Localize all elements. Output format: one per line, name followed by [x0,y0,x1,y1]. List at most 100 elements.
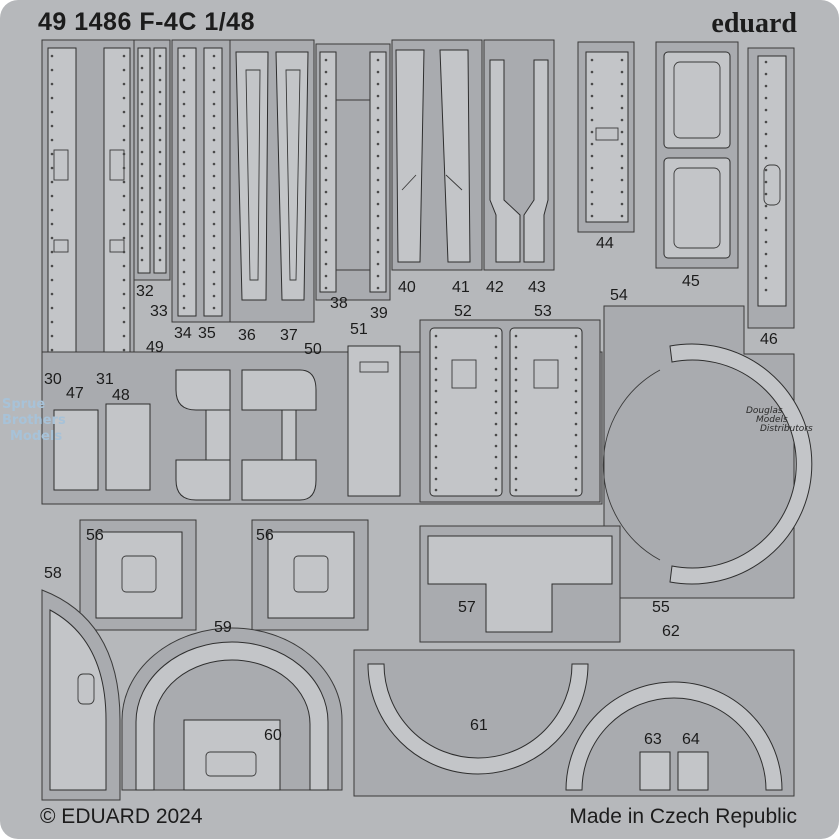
part-49-top [175,369,231,411]
rivet-8 [50,166,54,170]
part-label-34: 34 [174,325,192,342]
rivet-19 [50,320,54,324]
part-label-64: 64 [682,731,700,748]
rivet-267 [574,444,578,448]
rivet-32 [122,194,126,198]
rivet-101 [182,306,186,310]
part-57 [427,535,613,633]
part-64 [677,751,709,791]
rivet-9 [50,180,54,184]
rivet-96 [182,246,186,250]
rivet-166 [590,82,594,86]
rivet-43 [122,348,126,352]
part-43 [523,59,549,263]
rivet-215 [434,367,438,371]
rivet-253 [514,455,518,459]
rivet-137 [324,214,328,218]
rivet-91 [182,186,186,190]
rivet-252 [514,444,518,448]
rivet-153 [376,166,380,170]
rivet-55 [140,186,144,190]
rivet-199 [764,144,768,148]
part-label-47: 47 [66,385,84,402]
part-label-62: 62 [662,623,680,640]
part-label-38: 38 [330,295,348,312]
rivet-36 [122,250,126,254]
rivet-160 [376,250,380,254]
rivet-193 [764,72,768,76]
rivet-227 [494,334,498,338]
rivet-73 [158,186,162,190]
rivet-79 [158,258,162,262]
rivet-2 [50,82,54,86]
rivet-100 [182,294,186,298]
rivet-241 [494,488,498,492]
rivet-90 [182,174,186,178]
rivet-53 [140,162,144,166]
rivet-271 [574,488,578,492]
rivet-154 [376,178,380,182]
rivet-196 [764,108,768,112]
rivet-33 [122,208,126,212]
part-31 [103,47,131,359]
rivet-158 [376,226,380,230]
rivet-135 [324,190,328,194]
rivet-264 [574,411,578,415]
rivet-210 [764,276,768,280]
part-38 [319,51,337,293]
part-53 [509,327,583,497]
watermark-right-line-2: Models [756,415,788,425]
watermark-left-line-1: Sprue [2,397,45,412]
rivet-21 [50,348,54,352]
rivet-206 [764,228,768,232]
part-label-59: 59 [214,619,232,636]
rivet-28 [122,138,126,142]
rivet-204 [764,204,768,208]
rivet-139 [324,238,328,242]
rivet-192 [764,60,768,64]
rivet-116 [212,222,216,226]
rivet-109 [212,138,216,142]
part-label-55: 55 [652,599,670,616]
rivet-188 [620,178,624,182]
rivet-104 [212,78,216,82]
rivet-131 [324,142,328,146]
rivet-40 [122,306,126,310]
part-50-bottom [241,459,317,501]
part-36 [235,51,269,301]
rivet-124 [324,58,328,62]
rivet-219 [434,411,438,415]
rivet-59 [140,234,144,238]
rivet-128 [324,106,328,110]
part-49-bottom [175,459,231,501]
rivet-143 [324,286,328,290]
rivet-118 [212,246,216,250]
rivet-17 [50,292,54,296]
rivet-243 [514,345,518,349]
rivet-245 [514,367,518,371]
part-label-61: 61 [470,717,488,734]
rivet-175 [590,190,594,194]
rivet-249 [514,411,518,415]
part-59 [135,641,329,791]
part-label-51: 51 [350,321,368,338]
rivet-152 [376,154,380,158]
rivet-251 [514,433,518,437]
rivet-87 [182,138,186,142]
rivet-0 [50,54,54,58]
part-61 [367,663,589,775]
rivet-70 [158,150,162,154]
rivet-52 [140,150,144,154]
part-56b [267,531,355,619]
rivet-182 [620,106,624,110]
rivet-151 [376,142,380,146]
part-44 [585,51,629,223]
rivet-66 [158,102,162,106]
rivet-80 [182,54,186,58]
rivet-173 [590,166,594,170]
rivet-176 [590,202,594,206]
rivet-44 [140,54,144,58]
rivet-67 [158,114,162,118]
rivet-5 [50,124,54,128]
